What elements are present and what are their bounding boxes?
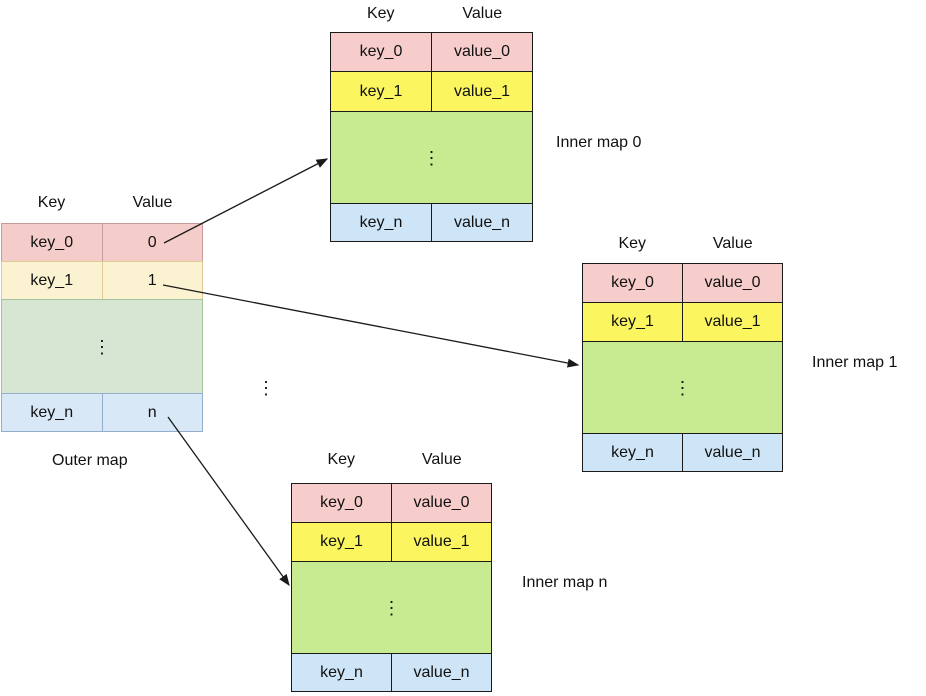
outer-row-n: key_n n xyxy=(1,393,203,432)
inner0-row-n: key_n value_n xyxy=(330,203,533,242)
inner0-column-headers: Key Value xyxy=(330,4,533,24)
vertical-ellipsis: ⋮ xyxy=(422,147,441,168)
inner0-row1-value: value_1 xyxy=(453,82,511,100)
inner0-row-0: key_0 value_0 xyxy=(330,32,533,72)
outer-row0-value: 0 xyxy=(147,233,157,251)
inner0-row0-value: value_0 xyxy=(453,43,511,60)
outer-row0-key: key_0 xyxy=(2,224,103,261)
ellipsis-between-maps: ⋮ xyxy=(257,378,275,398)
inner1-column-headers: Key Value xyxy=(582,234,783,254)
inner0-row-1: key_1 value_1 xyxy=(330,71,533,112)
inner0-rown-key: key_n xyxy=(331,204,432,241)
outer-row1-value: 1 xyxy=(147,271,157,289)
vertical-ellipsis: ⋮ xyxy=(93,336,111,357)
outer-row-0: key_0 0 xyxy=(1,223,203,262)
outer-row1-key: key_1 xyxy=(2,262,103,299)
innern-table: key_0 value_0 key_1 value_1 ⋮ key_n valu… xyxy=(291,483,492,692)
inner1-ellipsis-row: ⋮ xyxy=(582,341,783,434)
inner0-ellipsis-row: ⋮ xyxy=(330,111,533,204)
inner0-label: Inner map 0 xyxy=(556,134,642,151)
arrow-outer1-to-inner1 xyxy=(162,284,580,368)
innern-value-header: Value xyxy=(421,451,462,468)
inner1-rown-value: value_n xyxy=(704,443,761,461)
outer-map-table: key_0 0 key_1 1 ⋮ key_n n xyxy=(1,223,203,432)
inner1-value-header: Value xyxy=(712,235,753,252)
innern-column-headers: Key Value xyxy=(291,450,492,470)
innern-row0-value: value_0 xyxy=(413,494,470,511)
outer-map-column-headers: Key Value xyxy=(1,193,203,213)
innern-row-n: key_n value_n xyxy=(291,653,492,692)
outer-key-header: Key xyxy=(37,194,66,211)
innern-row1-key: key_1 xyxy=(292,523,392,561)
inner1-table: key_0 value_0 key_1 value_1 ⋮ key_n valu… xyxy=(582,263,783,472)
inner1-key-header: Key xyxy=(618,235,647,252)
outer-rown-value: n xyxy=(147,403,157,421)
arrow-outern-to-innern xyxy=(167,416,290,587)
inner0-row0-key: key_0 xyxy=(331,33,432,71)
innern-label: Inner map n xyxy=(522,574,608,591)
inner1-row1-value: value_1 xyxy=(704,313,761,330)
innern-rown-key: key_n xyxy=(292,654,392,691)
inner1-row-0: key_0 value_0 xyxy=(582,263,783,303)
outer-ellipsis-row: ⋮ xyxy=(1,299,203,394)
inner1-row0-key: key_0 xyxy=(583,264,683,302)
inner1-row0-value: value_0 xyxy=(704,274,761,291)
inner0-key-header: Key xyxy=(366,5,395,22)
vertical-ellipsis: ⋮ xyxy=(673,377,692,398)
inner1-label: Inner map 1 xyxy=(812,354,898,371)
inner1-row-1: key_1 value_1 xyxy=(582,302,783,342)
inner0-row1-key: key_1 xyxy=(331,72,432,111)
innern-rown-value: value_n xyxy=(413,663,470,681)
inner0-value-header: Value xyxy=(462,5,503,22)
innern-row-0: key_0 value_0 xyxy=(291,483,492,523)
inner1-rown-key: key_n xyxy=(583,434,683,471)
innern-row1-value: value_1 xyxy=(413,533,470,550)
inner0-table: key_0 value_0 key_1 value_1 ⋮ key_n valu… xyxy=(330,32,533,242)
inner1-row-n: key_n value_n xyxy=(582,433,783,472)
innern-key-header: Key xyxy=(327,451,356,468)
outer-row-1: key_1 1 xyxy=(1,261,203,300)
innern-ellipsis-row: ⋮ xyxy=(291,561,492,654)
outer-value-header: Value xyxy=(132,194,173,211)
outer-rown-key: key_n xyxy=(2,394,103,431)
outer-map-label: Outer map xyxy=(52,452,128,469)
vertical-ellipsis: ⋮ xyxy=(382,597,401,618)
innern-row0-key: key_0 xyxy=(292,484,392,522)
innern-row-1: key_1 value_1 xyxy=(291,522,492,562)
inner0-rown-value: value_n xyxy=(453,213,511,231)
inner1-row1-key: key_1 xyxy=(583,303,683,341)
